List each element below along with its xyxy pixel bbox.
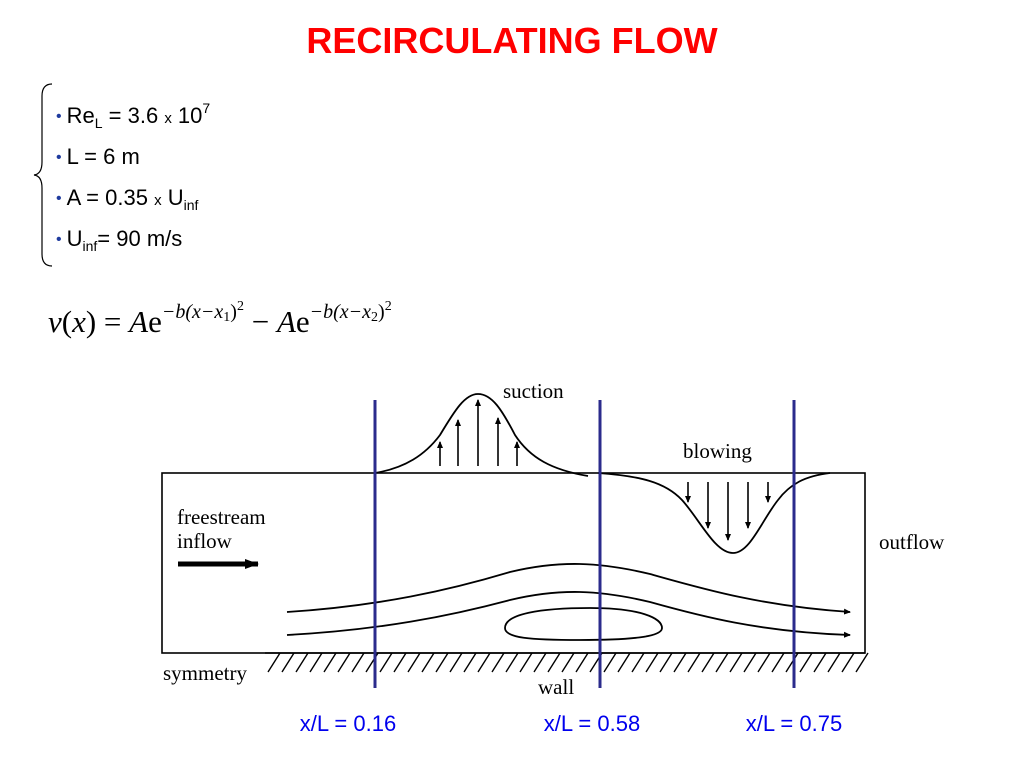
bullet-icon: •	[56, 108, 62, 125]
hatch-mark	[393, 652, 407, 673]
hatch-mark	[519, 652, 533, 673]
hatch-mark	[743, 652, 757, 673]
parameter-list: •ReL = 3.6 x 107 •L = 6 m •A = 0.35 x Ui…	[56, 100, 210, 264]
hatch-mark	[645, 652, 659, 673]
streamline-upper	[286, 563, 851, 615]
blowing-arrows	[685, 482, 771, 541]
parameter-reynolds: •ReL = 3.6 x 107	[56, 100, 211, 131]
suction-arrows	[437, 399, 520, 466]
hatch-mark	[771, 652, 785, 673]
bullet-icon: •	[56, 149, 62, 166]
hatch-mark	[267, 652, 281, 673]
hatch-mark	[729, 652, 743, 673]
hatch-mark	[659, 652, 673, 673]
symmetry-label: symmetry	[163, 661, 247, 685]
wall-label: wall	[538, 675, 574, 699]
station-label-2: x/L = 0.58	[544, 711, 640, 736]
hatch-mark	[421, 652, 435, 673]
station-label-1: x/L = 0.16	[300, 711, 396, 736]
hatch-mark	[309, 652, 323, 673]
hatch-mark	[687, 652, 701, 673]
recirculation-bubble	[504, 607, 663, 641]
bullet-icon: •	[56, 190, 62, 207]
hatch-mark	[785, 652, 799, 673]
suction-profile	[374, 393, 589, 477]
hatch-mark	[715, 652, 729, 673]
hatch-mark	[827, 652, 841, 673]
hatch-mark	[631, 652, 645, 673]
hatch-mark	[799, 652, 813, 673]
page-title: RECIRCULATING FLOW	[306, 20, 718, 61]
hatch-mark	[449, 652, 463, 673]
hatch-mark	[547, 652, 561, 673]
hatch-mark	[855, 652, 869, 673]
hatch-mark	[463, 652, 477, 673]
hatch-mark	[603, 652, 617, 673]
parameter-amplitude: •A = 0.35 x Uinf	[56, 185, 199, 213]
hatch-mark	[701, 652, 715, 673]
blowing-label: blowing	[683, 439, 752, 463]
station-lines	[373, 400, 796, 688]
hatch-mark	[379, 652, 393, 673]
hatch-mark	[435, 652, 449, 673]
hatch-mark	[337, 652, 351, 673]
station-label-3: x/L = 0.75	[746, 711, 842, 736]
hatch-mark	[351, 652, 365, 673]
inflow-label: inflow	[177, 529, 233, 553]
hatch-mark	[617, 652, 631, 673]
hatch-mark	[533, 652, 547, 673]
wall-hatching	[265, 652, 869, 673]
suction-label: suction	[503, 379, 564, 403]
outflow-label: outflow	[879, 530, 945, 554]
blowing-profile	[597, 472, 831, 554]
hatch-mark	[505, 652, 519, 673]
parameter-brace	[33, 83, 53, 267]
velocity-equation: v(x) = Ae−b(x−x1)2 − Ae−b(x−x2)2	[48, 299, 392, 340]
hatch-mark	[673, 652, 687, 673]
parameter-length: •L = 6 m	[56, 144, 140, 169]
freestream-label: freestream	[177, 505, 266, 529]
hatch-mark	[757, 652, 771, 673]
hatch-mark	[281, 652, 295, 673]
parameter-velocity: •Uinf= 90 m/s	[56, 226, 183, 254]
hatch-mark	[575, 652, 589, 673]
hatch-mark	[841, 652, 855, 673]
hatch-mark	[407, 652, 421, 673]
hatch-mark	[561, 652, 575, 673]
streamline-lower	[286, 591, 851, 638]
bullet-icon: •	[56, 231, 62, 248]
hatch-mark	[491, 652, 505, 673]
hatch-mark	[477, 652, 491, 673]
hatch-mark	[295, 652, 309, 673]
hatch-mark	[813, 652, 827, 673]
hatch-mark	[323, 652, 337, 673]
